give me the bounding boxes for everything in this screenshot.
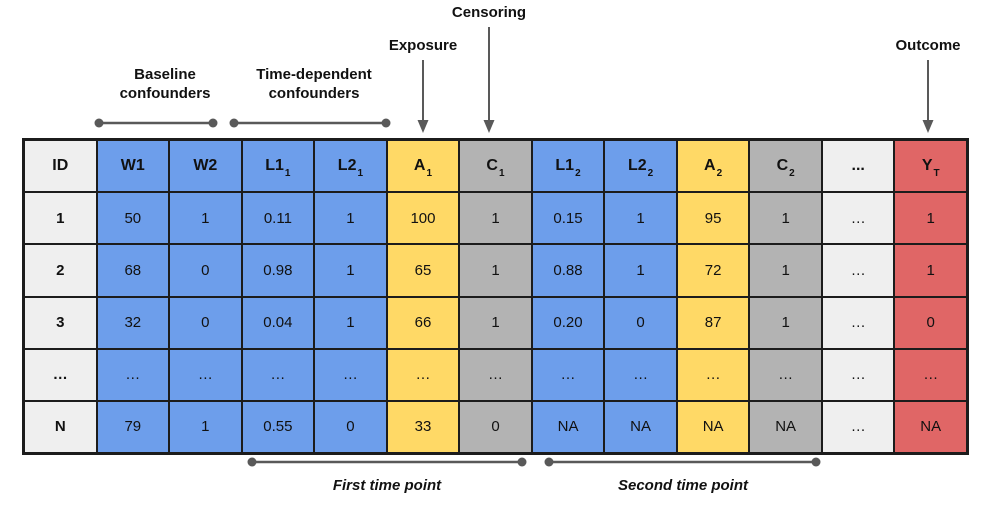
table-cell: 79 [96, 400, 170, 453]
table-cell: … [894, 348, 967, 401]
table-cell: … [96, 348, 170, 401]
header-cell-: ... [821, 140, 895, 193]
row-id-cell: … [24, 348, 97, 401]
table-cell: 1 [894, 192, 967, 245]
table-cell: 50 [96, 192, 170, 245]
table-cell: … [676, 348, 750, 401]
table-cell: … [821, 192, 895, 245]
row-id-cell: 2 [24, 244, 97, 297]
table-cell: NA [604, 400, 677, 453]
table-cell: 65 [386, 244, 460, 297]
table-cell: 100 [386, 192, 460, 245]
table-cell: 0.04 [241, 296, 315, 349]
table-cell: 0.20 [531, 296, 605, 349]
table-cell: 0 [894, 296, 967, 349]
table-cell: … [386, 348, 460, 401]
exposure-arrow [417, 60, 429, 133]
first-time-point-label: First time point [332, 477, 442, 494]
table-cell: 0 [604, 296, 677, 349]
table-cell: 1 [169, 192, 242, 245]
table-cell: 87 [676, 296, 750, 349]
table-cell: 1 [749, 192, 822, 245]
header-cell-w2: W2 [169, 140, 242, 193]
row-id-cell: 1 [24, 192, 97, 245]
table-cell: 0 [169, 244, 242, 297]
table-cell: … [821, 296, 895, 349]
table-cell: 1 [314, 192, 387, 245]
table-cell: 1 [459, 296, 532, 349]
table-cell: NA [676, 400, 750, 453]
table-cell: … [604, 348, 677, 401]
table-cell: 1 [894, 244, 967, 297]
table-cell: 0.88 [531, 244, 605, 297]
table-cell: 68 [96, 244, 170, 297]
table-cell: … [459, 348, 532, 401]
second-time-point-label: Second time point [617, 477, 749, 494]
table-cell: 1 [604, 244, 677, 297]
outcome-label: Outcome [895, 37, 961, 54]
header-cell-w1: W1 [96, 140, 170, 193]
table-cell: 0 [459, 400, 532, 453]
table-cell: … [314, 348, 387, 401]
table-cell: 0.11 [241, 192, 315, 245]
baseline-confounders-bracket [94, 118, 218, 128]
table-cell: … [821, 244, 895, 297]
table-cell: … [821, 348, 895, 401]
table-cell: 0.15 [531, 192, 605, 245]
censoring-label: Censoring [451, 4, 527, 21]
row-id-cell: N [24, 400, 97, 453]
header-cell-id: ID [24, 140, 97, 193]
table-cell: … [169, 348, 242, 401]
table-cell: 72 [676, 244, 750, 297]
table-cell: 1 [314, 244, 387, 297]
row-id-cell: 3 [24, 296, 97, 349]
table-cell: 1 [604, 192, 677, 245]
table-cell: 1 [749, 244, 822, 297]
first-time-point-bracket [247, 457, 527, 467]
table-cell: 1 [459, 244, 532, 297]
table-cell: … [241, 348, 315, 401]
censoring-arrow [483, 27, 495, 133]
table-cell: … [821, 400, 895, 453]
table-cell: 1 [749, 296, 822, 349]
table-cell: 0.98 [241, 244, 315, 297]
table-cell: 33 [386, 400, 460, 453]
time-dependent-confounders-label: Time-dependent confounders [256, 66, 372, 102]
table-cell: NA [749, 400, 822, 453]
table-cell: 1 [169, 400, 242, 453]
table-cell: 1 [459, 192, 532, 245]
table-cell: 0 [314, 400, 387, 453]
time-dependent-confounders-bracket [229, 118, 391, 128]
second-time-point-bracket [544, 457, 821, 467]
table-cell: … [749, 348, 822, 401]
table-cell: 0 [169, 296, 242, 349]
table-cell: 1 [314, 296, 387, 349]
table-cell: 0.55 [241, 400, 315, 453]
exposure-label: Exposure [388, 37, 458, 54]
outcome-arrow [922, 60, 934, 133]
table-cell: 66 [386, 296, 460, 349]
table-cell: NA [894, 400, 967, 453]
table-cell: … [531, 348, 605, 401]
table-cell: 32 [96, 296, 170, 349]
baseline-confounders-label: Baseline confounders [119, 66, 211, 102]
table-cell: NA [531, 400, 605, 453]
table-cell: 95 [676, 192, 750, 245]
